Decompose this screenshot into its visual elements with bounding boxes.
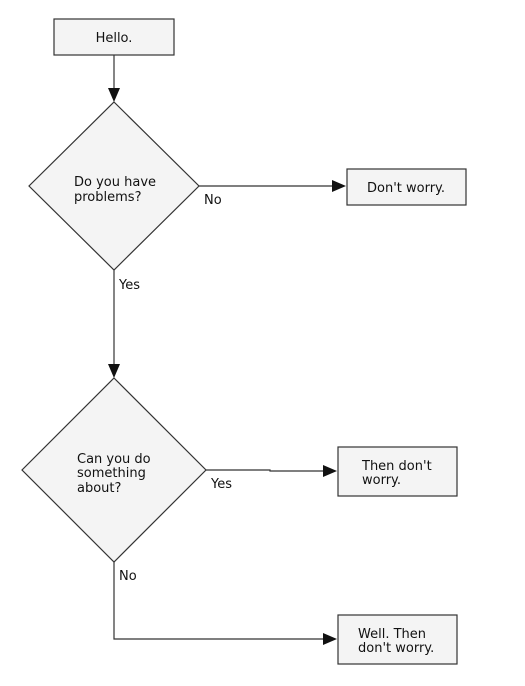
- edge-q2-yes: [206, 469, 325, 472]
- node-then-dont-worry-label: Then don't worry.: [361, 459, 436, 488]
- q2-line-2: something: [77, 466, 146, 481]
- edge-q2-no: [113, 562, 325, 640]
- edge-label-q2-yes: Yes: [210, 477, 232, 492]
- node-question-problems-label: Do you have problems?: [74, 175, 160, 205]
- edge-label-q1-yes: Yes: [118, 278, 140, 293]
- node-hello: Hello.: [53, 18, 175, 56]
- node-then-dont-worry: Then don't worry.: [337, 446, 458, 497]
- node-hello-label: Hello.: [96, 31, 133, 46]
- arrowhead-q1: [108, 88, 120, 102]
- well-line-1: Well. Then: [358, 627, 426, 642]
- q1-line-2: problems?: [74, 190, 141, 205]
- then-line-2: worry.: [362, 473, 401, 488]
- node-question-something: Can you do something about?: [21, 377, 207, 563]
- node-well-then: Well. Then don't worry.: [337, 614, 458, 665]
- edge-label-q2-no: No: [119, 569, 137, 584]
- arrowhead-well-then: [323, 633, 337, 645]
- edge-label-q1-no: No: [204, 193, 222, 208]
- node-well-then-label: Well. Then don't worry.: [358, 627, 434, 656]
- node-dont-worry-label: Don't worry.: [367, 181, 445, 196]
- arrowhead-then-dont-worry: [323, 465, 337, 477]
- arrowhead-dont-worry: [332, 180, 346, 192]
- well-line-2: don't worry.: [358, 641, 434, 656]
- node-dont-worry: Don't worry.: [346, 168, 467, 206]
- then-line-1: Then don't: [361, 459, 432, 474]
- arrowhead-q2: [108, 364, 120, 378]
- q2-line-1: Can you do: [77, 452, 151, 467]
- q1-line-1: Do you have: [74, 175, 156, 190]
- node-question-problems: Do you have problems?: [28, 101, 200, 271]
- node-question-something-label: Can you do something about?: [77, 452, 155, 496]
- q2-line-3: about?: [77, 481, 121, 496]
